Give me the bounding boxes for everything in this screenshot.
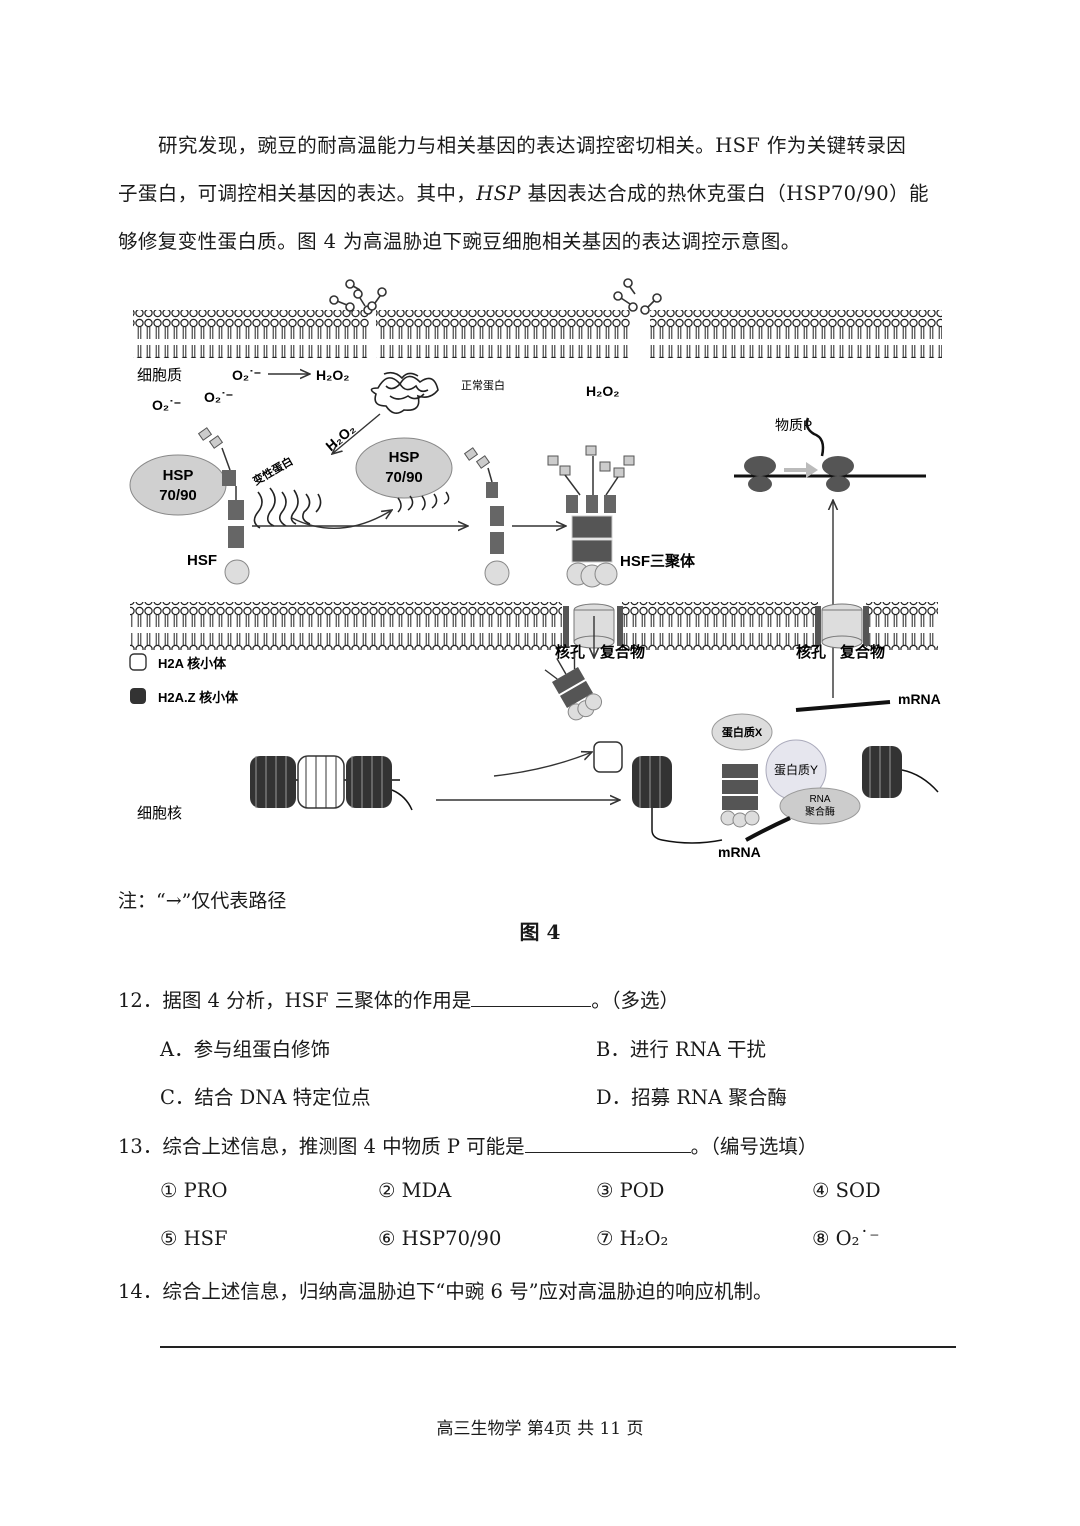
mrna-bottom-label: mRNA <box>718 844 761 860</box>
ribosome-left <box>744 456 776 492</box>
answer-line-14[interactable] <box>160 1346 956 1348</box>
legend-h2az: H2A.Z 核小体 <box>130 688 239 705</box>
legend-h2az-label: H2A.Z 核小体 <box>158 690 239 705</box>
o2-reactant: O₂˙⁻ <box>232 367 261 383</box>
legend-h2a-label: H2A 核小体 <box>158 656 227 671</box>
hsf-trimer-nuclear <box>544 652 603 721</box>
q12-option-a[interactable]: A．参与组蛋白修饰 <box>160 1038 331 1061</box>
hsf-trimer-bound <box>720 764 760 828</box>
hsp-mid-label-2: 70/90 <box>385 469 423 486</box>
nascent-mrna <box>745 816 791 842</box>
substance-p-label: 物质P <box>775 417 812 433</box>
intro-line-2a: 子蛋白，可调控相关基因的表达。其中， <box>118 182 477 205</box>
q13-option-2[interactable]: ② MDA <box>378 1179 452 1202</box>
nucleus-label: 细胞核 <box>137 805 182 822</box>
superoxide-b: O₂˙⁻ <box>204 389 233 405</box>
figure-4-diagram: 细胞质 O₂˙⁻ H₂O₂ O₂˙⁻ O₂˙⁻ 正常蛋白 H₂O₂ H₂O₂ H… <box>129 278 942 860</box>
membrane-molecule-icons <box>329 278 662 315</box>
peptide-chain-icon <box>805 417 825 457</box>
h2o2-product: H₂O₂ <box>316 367 349 383</box>
answer-blank-13[interactable] <box>524 1132 691 1153</box>
q12-option-d[interactable]: D．招募 RNA 聚合酶 <box>596 1086 787 1109</box>
question-12-tail: 。（多选） <box>591 989 679 1012</box>
nuclear-membrane <box>130 602 938 650</box>
denatured-protein-icon <box>253 487 322 529</box>
legend-h2a: H2A 核小体 <box>129 653 227 671</box>
hsf-monomer-left <box>197 427 250 585</box>
answer-blank-12[interactable] <box>471 986 592 1007</box>
hsf-monomer-middle <box>463 447 510 586</box>
chromatin-right <box>632 746 939 844</box>
hsp-left-label-2: 70/90 <box>159 487 197 504</box>
intro-line-3: 够修复变性蛋白质。图 4 为高温胁迫下豌豆细胞相关基因的表达调控示意图。 <box>118 230 801 253</box>
denatured-protein-bound-icon <box>397 491 450 513</box>
protein-x <box>711 713 773 751</box>
intro-line-1: 研究发现，豌豆的耐高温能力与相关基因的表达调控密切相关。HSF 作为关键转录因 <box>158 134 907 157</box>
question-13-tail: 。（编号选填） <box>690 1135 818 1158</box>
rna-polymerase <box>779 787 861 825</box>
npc-left-label-a: 核孔 <box>555 643 585 661</box>
superoxide-a: O₂˙⁻ <box>152 397 181 413</box>
question-12-text: 12．据图 4 分析，HSF 三聚体的作用是 <box>118 989 472 1012</box>
nuclear-pore-left <box>563 603 623 649</box>
cytoplasm-label: 细胞质 <box>137 367 182 384</box>
intro-paragraph: 研究发现，豌豆的耐高温能力与相关基因的表达调控密切相关。HSF 作为关键转录因 … <box>118 122 968 266</box>
q12-option-b[interactable]: B．进行 RNA 干扰 <box>596 1038 767 1061</box>
movement-arrow-icon <box>784 462 818 478</box>
hsf-label: HSF <box>187 552 217 569</box>
q13-option-4[interactable]: ④ SOD <box>812 1179 881 1202</box>
nucleosome-eviction-arrow <box>493 752 592 777</box>
q13-option-6[interactable]: ⑥ HSP70/90 <box>378 1227 502 1250</box>
refolding-arrow <box>291 510 392 529</box>
npc-right-label-a: 核孔 <box>796 643 826 661</box>
mrna-top-label: mRNA <box>898 691 941 707</box>
nuclear-pore-right <box>815 603 869 649</box>
q13-option-3[interactable]: ③ POD <box>596 1179 665 1202</box>
protein-y-label: 蛋白质Y <box>774 762 818 777</box>
question-14: 14．综合上述信息，归纳高温胁迫下“中豌 6 号”应对高温胁迫的响应机制。 <box>118 1280 773 1303</box>
plasma-membrane <box>133 310 942 358</box>
intro-line-2b: 基因表达合成的热休克蛋白（HSP70/90）能 <box>520 182 929 205</box>
intro-line-2: 子蛋白，可调控相关基因的表达。其中，HSP 基因表达合成的热休克蛋白（HSP70… <box>118 170 968 218</box>
question-12: 12．据图 4 分析，HSF 三聚体的作用是 。（多选） <box>118 984 679 1013</box>
hsp-mid-label-1: HSP <box>389 449 420 466</box>
question-13-text: 13．综合上述信息，推测图 4 中物质 P 可能是 <box>118 1135 525 1158</box>
chromatin-left <box>250 755 413 811</box>
q13-option-8[interactable]: ⑧ O₂˙⁻ <box>812 1227 880 1250</box>
normal-protein-label: 正常蛋白 <box>461 378 505 392</box>
rna-pol-label-1: RNA <box>809 794 830 805</box>
hsp-complex-left <box>129 454 227 516</box>
hsf-trimer <box>547 445 635 588</box>
figure-caption: 图 4 <box>519 920 561 944</box>
h2o2-diagonal-arrow <box>332 413 381 454</box>
hsf-trimer-label: HSF三聚体 <box>620 552 696 570</box>
hsp-left-label-1: HSP <box>163 467 194 484</box>
intro-hsp-italic: HSP <box>476 182 521 205</box>
released-h2a-nucleosome <box>593 741 623 773</box>
q13-option-5[interactable]: ⑤ HSF <box>160 1227 228 1250</box>
denatured-label: 变性蛋白 <box>250 454 295 488</box>
npc-left-label-b: 复合物 <box>599 643 645 661</box>
ribosome-right <box>822 456 854 492</box>
q12-option-c[interactable]: C．结合 DNA 特定位点 <box>160 1086 371 1109</box>
rna-pol-label-2: 聚合酶 <box>805 805 835 818</box>
normal-protein-icon <box>370 371 439 414</box>
page-footer: 高三生物学 第4页 共 11 页 <box>436 1419 644 1439</box>
hsp-complex-middle <box>355 437 453 499</box>
figure-note: 注：“→”仅代表路径 <box>118 890 287 912</box>
question-13: 13．综合上述信息，推测图 4 中物质 P 可能是 。（编号选填） <box>118 1130 817 1159</box>
npc-right-label-b: 复合物 <box>839 643 885 661</box>
h2o2-right-label: H₂O₂ <box>586 383 619 399</box>
q13-option-7[interactable]: ⑦ H₂O₂ <box>596 1227 669 1250</box>
exported-mrna <box>795 700 891 712</box>
protein-x-label: 蛋白质X <box>722 725 763 739</box>
q13-option-1[interactable]: ① PRO <box>160 1179 228 1202</box>
